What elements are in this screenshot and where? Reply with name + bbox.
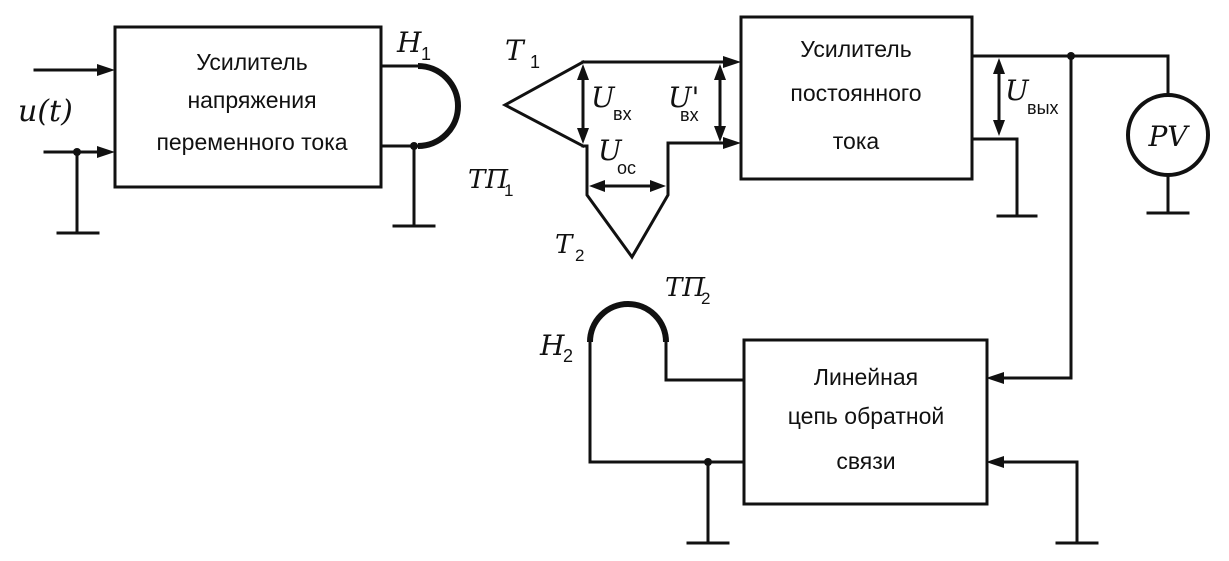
dc-amplifier-block (739, 15, 974, 181)
feedback-arrow (986, 372, 1004, 384)
u-out-sub: вых (1027, 98, 1059, 118)
u-fb-label: U (598, 134, 623, 167)
feedback-circuit-line2: цепь обратной (788, 403, 944, 429)
heater-h2-coil (587, 301, 669, 343)
input-arrow-top (97, 64, 115, 76)
voltmeter-label: PV (1147, 120, 1190, 153)
input-signal-label: u(t) (18, 94, 73, 129)
dc-input-arrow-top (723, 56, 741, 68)
u-in-label: U (591, 81, 616, 114)
dc-amplifier-line2: постоянного (790, 80, 921, 106)
u-in-prime-label: U' (668, 81, 699, 114)
ac-amplifier-group: Усилитель напряжения переменного тока u(… (18, 25, 513, 235)
heater-h2-label: H (539, 329, 565, 362)
u-in-prime-sub: вх (680, 105, 699, 125)
heater-h2-sub: 2 (563, 346, 573, 366)
feedback-circuit-line3: связи (836, 448, 895, 474)
thermocouple-tp2-sub: 2 (701, 289, 710, 308)
thermocouple-t1-sub: 1 (530, 52, 540, 72)
feedback-wire (1000, 54, 1073, 380)
dc-amplifier-line1: Усилитель (800, 36, 911, 62)
ac-amplifier-block (113, 25, 383, 189)
heater-h2-lead-right (664, 340, 746, 382)
u-fb-arrow-head-left (589, 180, 605, 192)
thermocouple-t1-label: T (505, 34, 526, 67)
thermocouple-t1-junction (501, 59, 586, 149)
ac-amplifier-line2: напряжения (187, 87, 316, 113)
ac-amplifier-line3: переменного тока (156, 129, 347, 155)
thermocouple-t2-sub: 2 (575, 246, 584, 265)
u-out-label: U (1005, 74, 1030, 107)
heater-h1-label: H (396, 26, 422, 59)
thermocouple-tp1-label: ТП (468, 165, 509, 195)
feedback-circuit-block (742, 338, 989, 506)
dc-amplifier-group: Усилитель постоянного тока T 1 T 2 U вх … (501, 15, 1038, 265)
ac-amplifier-line1: Усилитель (196, 49, 307, 75)
dc-amp-ground-wire (970, 137, 1019, 218)
u-fb-sub: ос (617, 158, 636, 178)
u-in-prime-arrow-head-top (714, 64, 726, 80)
dc-input-arrow-bottom (723, 137, 741, 149)
heater-h1-sub: 1 (421, 44, 431, 64)
input-arrow-bottom (97, 146, 115, 158)
heater-h2-lead-left (588, 340, 746, 464)
thermocouple-tp2-label: ТП (665, 273, 706, 303)
u-in-prime-arrow-head-bottom (714, 126, 726, 142)
output-group: U вых PV (970, 52, 1210, 384)
u-in-arrow-head-bottom (577, 128, 589, 144)
feedback-circuit-line1: Линейная (814, 364, 918, 390)
feedback-ref-wire (1000, 460, 1079, 545)
thermocouple-t2-loop (581, 141, 727, 260)
u-in-arrow-head-top (577, 64, 589, 80)
u-out-arrow-head-top (993, 58, 1005, 74)
u-out-arrow-head-bottom (993, 120, 1005, 136)
heater-h1-coil (417, 63, 461, 149)
u-in-sub: вх (613, 104, 632, 124)
feedback-ref-arrow (986, 456, 1004, 468)
thermocouple-t2-label: T (555, 230, 574, 260)
dc-amplifier-line3: тока (833, 128, 880, 154)
u-fb-arrow-head-right (650, 180, 666, 192)
thermocouple-tp1-sub: 1 (504, 181, 513, 200)
feedback-group: Линейная цепь обратной связи H 2 ТП 2 (539, 273, 1099, 545)
